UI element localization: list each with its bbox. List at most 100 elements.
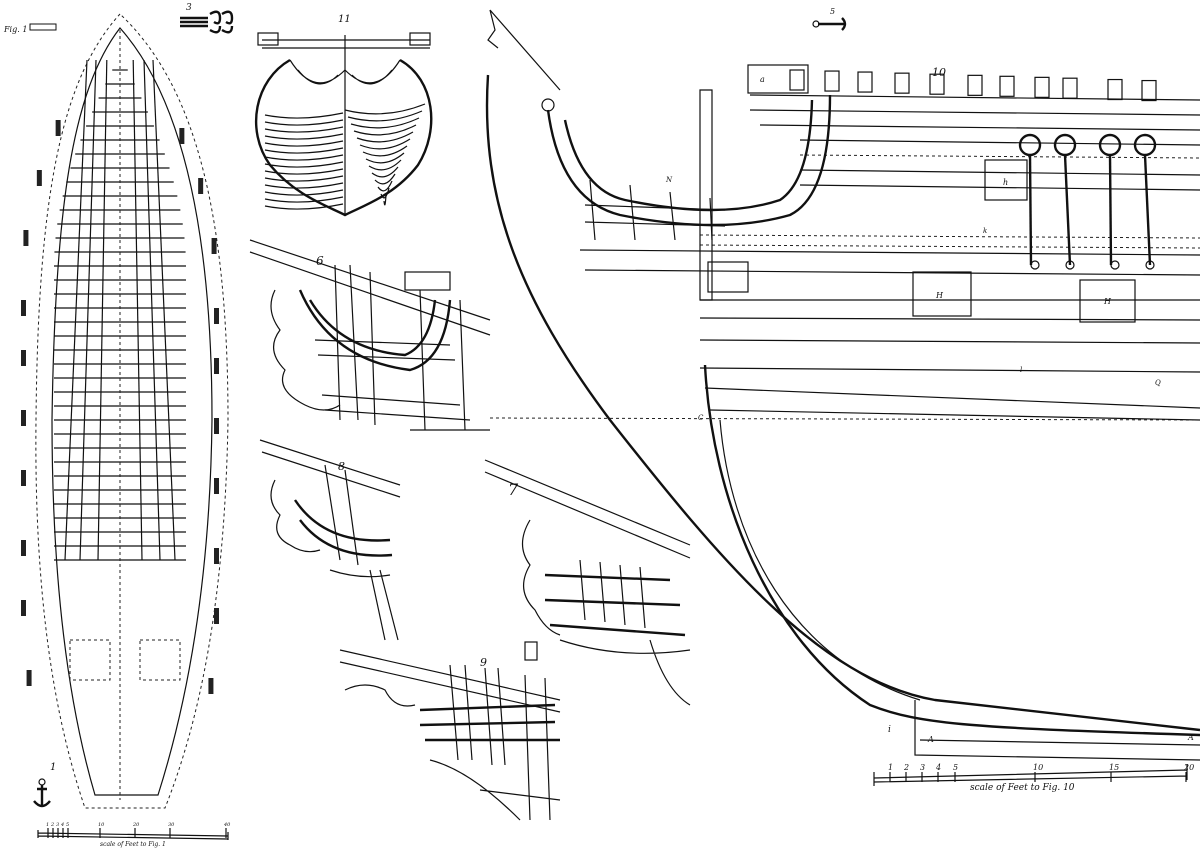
anchor-icon [33,778,51,808]
scale-fig10-tick-label: 1 [888,763,893,772]
timberhead [857,71,873,93]
letter-k: k [983,227,987,235]
fig1-number: 1 [50,762,56,773]
gunport-port-side [21,350,26,366]
gunport-port-side [21,300,26,316]
frame-line [264,147,344,154]
chain-bolt [1030,260,1040,270]
gunport-port-side [26,670,32,686]
frame-line [264,161,344,168]
gunport-port-side [21,600,26,616]
gunport-starboard-side [214,418,219,434]
scale-fig10-caption: scale of Feet to Fig. 10 [970,783,1075,793]
letter-l: l [1020,366,1022,374]
chain-plate [1143,154,1152,266]
fig7-head-detail: 7 [484,459,691,706]
scale-fig10-tick-label: 10 [1033,763,1043,772]
planking-line [350,117,420,129]
gunport-port-side [21,540,26,556]
deadeye [1053,133,1077,157]
letter-H-2: H [1103,297,1112,306]
gunport-starboard-side [211,238,217,254]
frame-line [264,140,344,147]
fig3-number: 3 [186,3,192,13]
planking-line [377,180,393,192]
fig5-anchor-icon: 5 [812,7,847,31]
timberhead [789,69,805,91]
letter-Q: Q [1155,379,1161,387]
timberhead [967,74,983,96]
planking-line [362,145,408,157]
planking-line [380,187,390,199]
chain-bolt [1110,260,1120,270]
timberhead [1034,76,1050,98]
fig3-scroll-ornament: 3 [180,3,234,34]
chain-plate [1108,154,1113,266]
fig9-head-detail: 9 [339,641,561,821]
fig10-bow-elevation: H H h k l Q C N i A A a 10 [485,9,1200,761]
timberhead [929,73,945,95]
letter-a: a [760,75,765,84]
scale-fig1-tick-label: 10 [98,822,105,828]
fig11-stern-section: 11 [255,14,433,217]
frame-line [264,182,344,189]
gunport-starboard-side [208,678,214,694]
planking-line [365,152,405,164]
fig1-gunports [21,120,219,694]
deadeye [1018,133,1042,157]
frame-line [264,196,344,203]
deadeye [1098,133,1122,157]
fig1-deck-plan: Fig. 1 1 [3,13,229,809]
scale-fig10-tick-label: 4 [935,763,941,772]
fig10-gunport-h-small [984,159,1028,201]
planking-line [359,138,411,150]
frame-line [264,175,344,182]
chain-plate [1063,154,1072,266]
fig10-timberheads [789,69,1157,102]
carling [132,59,143,561]
fig10-deadeyes [1018,133,1157,270]
fig5-number: 5 [830,7,835,16]
letter-A-2: A [1187,733,1194,742]
chain-bolt [1065,260,1075,270]
carling [64,59,88,561]
fig1-beam-grid [54,30,186,800]
gunport-port-side [23,230,29,246]
gunport-port-side [21,410,26,426]
gunport-starboard-side [214,548,219,564]
hatch [139,639,181,681]
gunport-port-side [55,120,61,136]
fig10-gunport-H-2 [1079,279,1136,323]
scale-fig1-tick-label: 4 [60,822,64,828]
scale-fig1-tick-label: 40 [223,822,231,828]
letter-i: i [888,725,891,735]
chain-bolt [1145,260,1155,270]
frame-line [264,126,344,133]
gunport-starboard-side [198,178,204,194]
scale-fig1-tick-label: 20 [132,822,140,828]
gunport-starboard-side [214,608,219,624]
scale-fig1-caption: scale of Feet to Fig. 1 [100,841,166,848]
scale-fig10-tick-label: 2 [903,763,909,772]
carling [143,59,161,561]
fig1-label-mark [29,23,57,31]
fig9-number: 9 [480,656,487,669]
scale-fig10-tick-label: 3 [920,763,925,772]
timberhead [824,70,840,92]
planking-line [356,131,414,143]
timberhead [894,72,910,94]
frame-line [264,119,344,126]
letter-H-1: H [935,291,944,300]
scale-fig1-tick-label: 30 [168,822,175,828]
gunport-starboard-side [214,308,219,324]
timberhead [999,75,1015,97]
chain-plate [1028,154,1033,266]
frame-line [264,168,344,175]
scale-fig1-tick-label: 3 [56,822,59,828]
timberhead [1107,78,1123,101]
carling [79,59,97,561]
scale-fig10-tick-label: 15 [1109,763,1119,772]
